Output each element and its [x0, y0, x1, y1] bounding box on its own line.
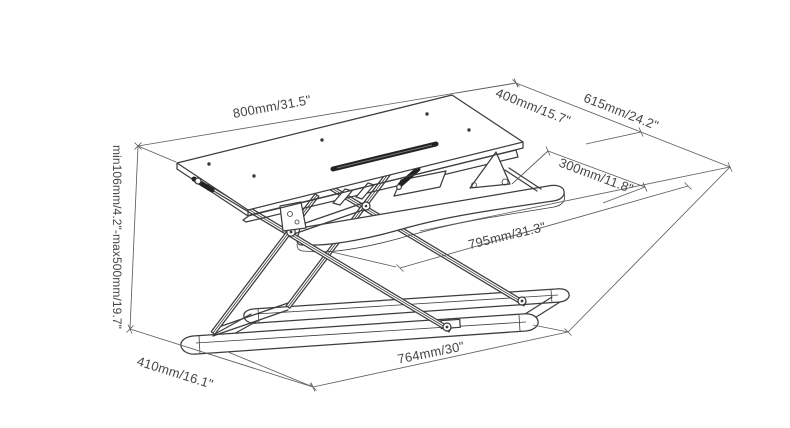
dim-line-base-depth [129, 328, 314, 388]
dim-label-tray-width: 795mm/31.3" [467, 219, 548, 252]
left-roller-cap [194, 177, 202, 185]
release-handle [397, 166, 421, 188]
dim-label-desk-width: 800mm/31.5" [232, 92, 313, 121]
dim-label-overall-depth: 615mm/24.2" [582, 90, 661, 133]
right-bracket-plate [469, 151, 511, 189]
platform-vent-1 [332, 188, 353, 206]
bottom-cross-tube [212, 302, 289, 337]
dim-line-height [129, 145, 139, 330]
pivot-bracket-plate [279, 201, 307, 232]
under-desk-platform [242, 149, 542, 232]
tray-surface [296, 184, 565, 246]
dim-label-base-width: 764mm/30" [396, 338, 466, 366]
dim-label-height-range: min106mm/4.2"-max500mm/19.7" [110, 145, 124, 329]
tray-thickness-edge [296, 192, 566, 253]
dim-line-depth-chain [515, 82, 731, 168]
desktop-thickness [176, 141, 524, 217]
dimension-ticks [126, 78, 733, 392]
keyboard-tray [296, 184, 566, 253]
dim-label-desk-depth: 400mm/15.7" [494, 85, 573, 128]
handle-slot-groove [336, 144, 433, 169]
dim-line-tray-depth [547, 150, 646, 188]
dim-line-base-width [312, 331, 569, 388]
tray-support-arm [504, 167, 542, 192]
desktop [176, 94, 524, 217]
base-front-rail [180, 313, 539, 355]
dim-line-desk-width [137, 82, 517, 147]
dim-label-base-depth: 410mm/16.1" [135, 353, 215, 391]
dim-label-tray-depth: 300mm/11.8" [557, 155, 636, 196]
handle-pivot [395, 183, 403, 191]
screw-holes [207, 112, 471, 178]
dim-line-tray-width [399, 185, 689, 269]
